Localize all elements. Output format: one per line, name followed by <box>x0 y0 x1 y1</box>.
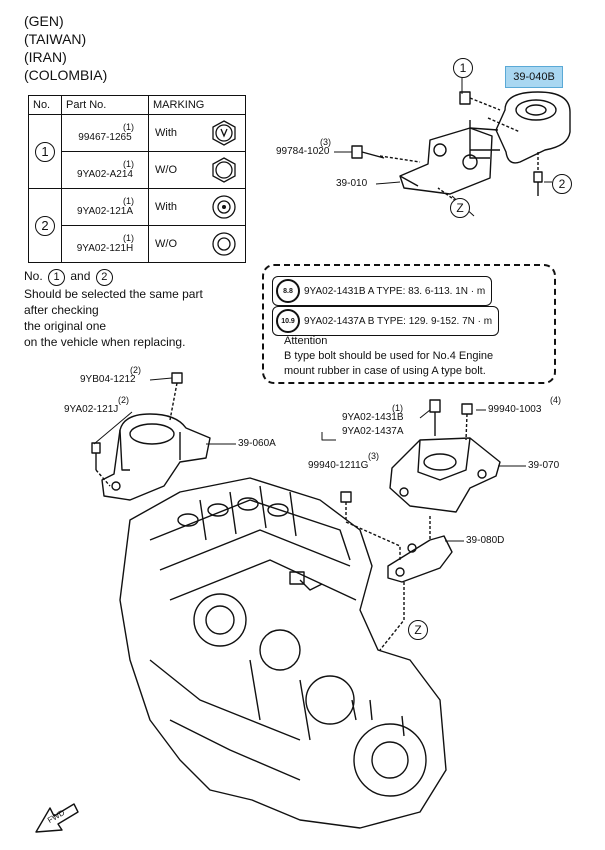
part-number: 9YA02-A214 <box>77 168 133 180</box>
mount-39-040b-drawing <box>469 91 571 164</box>
note-text: and <box>70 269 91 283</box>
note-circle-1: 1 <box>48 269 66 286</box>
attention-title: Attention <box>284 335 328 347</box>
region-item: (GEN) <box>24 13 64 29</box>
table-row: (1)9YA02-121H W/O <box>29 225 246 263</box>
nut-plain-icon <box>212 232 236 256</box>
bolt-drawing <box>351 91 543 205</box>
header-marking: MARKING <box>148 95 246 115</box>
attention-line: B type bolt should be used for No.4 Engi… <box>284 350 494 362</box>
parts-table: No. Part No. MARKING 1 (1)99467-1265 Wit… <box>28 95 246 263</box>
part-label[interactable]: (4)99940-1003 <box>488 395 561 415</box>
nut-marked-icon <box>212 195 236 219</box>
bolt-grade-badge: 10.9 <box>276 309 300 333</box>
selection-note: No. 1 and 2 Should be selected the same … <box>24 268 203 350</box>
header-no: No. <box>28 95 62 115</box>
group-number: 2 <box>35 215 55 236</box>
part-callout-highlight[interactable]: 39-040B <box>505 66 563 88</box>
note-text: No. <box>24 269 43 283</box>
region-list: (GEN) (TAIWAN) (IRAN) (COLOMBIA) <box>24 12 107 84</box>
attention-line: mount rubber in case of using A type bol… <box>284 365 486 377</box>
fwd-arrow-icon <box>35 803 79 833</box>
part-number: 9YA02-121H <box>76 242 134 254</box>
part-label[interactable]: (2)9YB04-1212 <box>80 365 141 385</box>
region-item: (IRAN) <box>24 49 67 65</box>
bolt-a-text: 9YA02-1431B A TYPE: 83. 6-113. 1N · m <box>304 285 486 297</box>
part-qty: (1) <box>123 232 134 243</box>
part-qty: (1) <box>123 121 134 132</box>
part-label[interactable]: 9YA02-1437A <box>342 426 404 437</box>
engine-block-drawing <box>119 477 447 829</box>
marking-text: W/O <box>155 164 177 176</box>
bracket-39-010-drawing <box>399 127 493 195</box>
part-label[interactable]: (1)9YA02-1431B <box>342 403 404 423</box>
part-label[interactable]: (3)99940-1211G <box>308 451 379 471</box>
bolt-a-type: 8.8 9YA02-1431B A TYPE: 83. 6-113. 1N · … <box>272 276 493 306</box>
mount-39-070-drawing <box>340 399 501 560</box>
note-line: Should be selected the same part <box>24 287 203 301</box>
part-qty: (1) <box>123 195 134 206</box>
bolt-type-box: 8.8 9YA02-1431B A TYPE: 83. 6-113. 1N · … <box>262 264 556 384</box>
table-row: 2 (1)9YA02-121A With <box>28 188 246 263</box>
callout-circle-z[interactable]: Z <box>408 620 428 640</box>
part-label[interactable]: (3)99784-1020 <box>276 137 331 157</box>
bolt-b-type: 10.9 9YA02-1437A B TYPE: 129. 9-152. 7N … <box>272 306 500 336</box>
note-line: on the vehicle when replacing. <box>24 335 186 349</box>
part-label[interactable]: 39-080D <box>466 535 505 546</box>
table-row: 1 (1)99467-1265 With <box>28 114 246 189</box>
callout-circle-2[interactable]: 2 <box>552 174 572 194</box>
bracket-39-080d-drawing <box>379 516 453 651</box>
marking-text: With <box>155 127 177 139</box>
note-line: after checking <box>24 303 99 317</box>
part-label[interactable]: 39-070 <box>528 460 560 471</box>
part-number: 99467-1265 <box>78 131 132 143</box>
group-number: 1 <box>35 141 55 162</box>
part-label[interactable]: (2)9YA02-121J <box>64 395 129 415</box>
part-qty: (1) <box>123 158 134 169</box>
part-number: 9YA02-121A <box>77 205 133 217</box>
callout-circle-1[interactable]: 1 <box>453 58 473 78</box>
marking-text: W/O <box>155 238 177 250</box>
part-label[interactable]: 39-010 <box>336 178 368 189</box>
mount-39-060a-drawing <box>91 372 211 501</box>
part-label[interactable]: 39-060A <box>238 438 276 449</box>
bolt-head-marked-icon <box>212 120 236 146</box>
region-item: (COLOMBIA) <box>24 67 108 83</box>
bolt-head-plain-icon <box>212 157 236 183</box>
note-circle-2: 2 <box>95 269 113 286</box>
note-line: the original one <box>24 319 107 333</box>
bolt-b-text: 9YA02-1437A B TYPE: 129. 9-152. 7N · m <box>304 315 493 327</box>
region-item: (TAIWAN) <box>24 31 87 47</box>
marking-text: With <box>155 201 177 213</box>
callout-circle-z[interactable]: Z <box>450 198 470 218</box>
bolt-grade-badge: 8.8 <box>276 279 300 303</box>
attention-note: Attention B type bolt should be used for… <box>284 334 552 379</box>
